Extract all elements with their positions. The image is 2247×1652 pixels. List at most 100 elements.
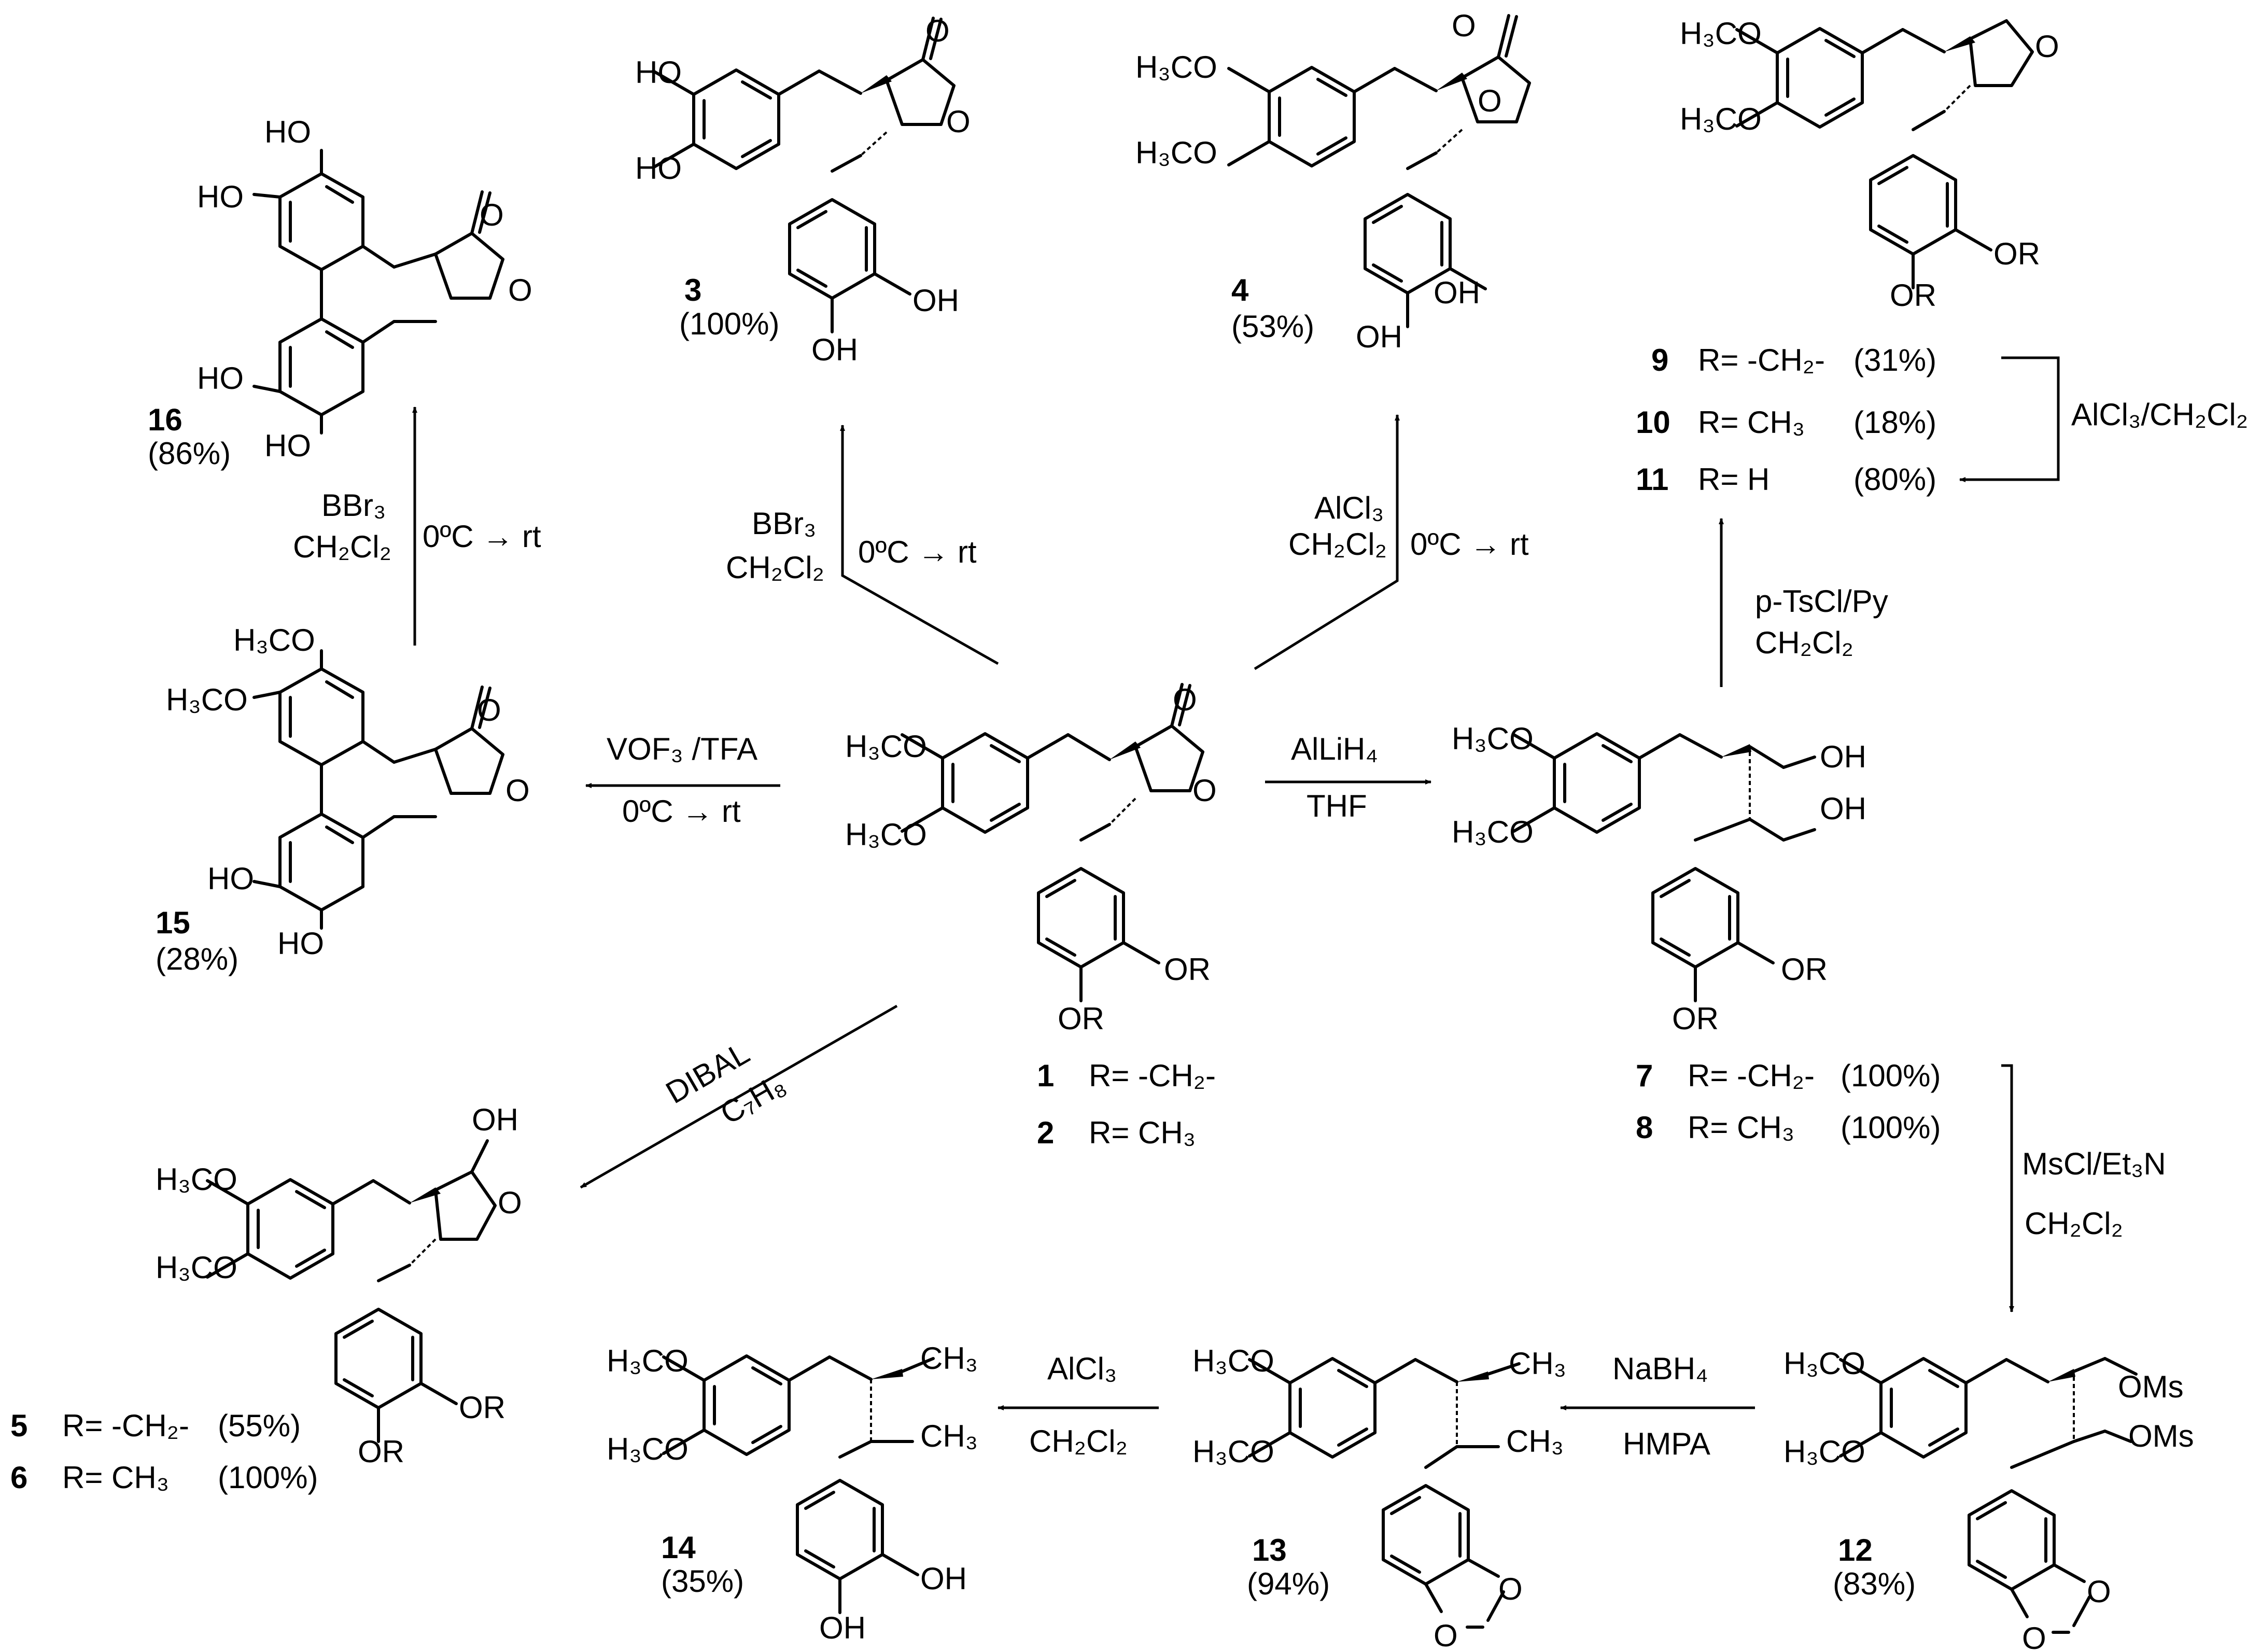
reagent-to3-line2: CH₂Cl₂ [726,550,824,585]
c7-or-para: OR [1672,1001,1719,1036]
c4-carbonyl-o: O [1452,8,1476,43]
compound-7-8: H₃CO H₃CO OH OH OR OR 7 R= -CH₂- (100%) … [1452,721,1941,1145]
c14-yield: (35%) [661,1564,744,1599]
c15-ho-left: HO [207,861,254,896]
c1-ring-o: O [1192,773,1217,808]
c12-o-bottom: O [2022,1621,2046,1652]
c16-ho-top: HO [264,115,311,149]
c16-yield: (86%) [148,436,231,471]
c7-or-meta: OR [1781,952,1828,987]
compound-1-2: H₃CO H₃CO O O OR OR 1 R= -CH₂- 2 R= CH₃ [845,682,1217,1150]
reagent-labels: BBr₃ CH₂Cl₂ 0ºC → rt AlCl₃ CH₂Cl₂ 0ºC → … [293,397,2247,1461]
arrow-to-12 [2001,1064,2014,1312]
c4-oh-para: OH [1356,319,1402,354]
c3-number: 3 [684,273,701,307]
c5-ring-o: O [498,1185,522,1220]
c16-carbonyl-o: O [480,198,504,232]
reagent-to14-line1: AlCl₃ [1047,1351,1117,1386]
c1-or-para: OR [1058,1001,1104,1036]
c10-yield: (18%) [1853,405,1936,440]
c11-number: 11 [1636,462,1668,497]
c1-ome-top: H₃CO [845,729,927,764]
c10-r: R= CH₃ [1698,405,1805,440]
c1-r: R= -CH₂- [1089,1058,1216,1093]
c5-number: 5 [10,1408,27,1443]
c9-ome-top: H₃CO [1680,16,1762,51]
c16-ho-bottom: HO [264,428,311,463]
reaction-arrows [412,356,2060,1410]
reagent-to7-line1: AlLiH₄ [1291,732,1378,766]
reagent-to4-cond: 0ºC → rt [1410,527,1529,562]
c12-oms-top: OMs [2118,1369,2184,1404]
c1-number: 1 [1037,1058,1054,1093]
c13-ch3-bottom: CH₃ [1506,1424,1564,1459]
reagent-to7-line2: THF [1307,789,1367,823]
c3-oh-meta: OH [912,283,959,318]
c5-yield: (55%) [218,1408,301,1443]
c4-ring-o: O [1478,83,1502,118]
c15-carbonyl-o: O [477,693,501,727]
reagent-to14-line2: CH₂Cl₂ [1029,1424,1128,1459]
c12-ome-top: H₃CO [1783,1346,1865,1381]
compound-3: HO HO O O OH OH 3 (100%) [635,13,971,367]
c8-yield: (100%) [1841,1110,1941,1145]
reagent-to11-line1: AlCl₃/CH₂Cl₂ [2071,397,2247,432]
c9-ring-o: O [2035,29,2059,64]
compound-4: H₃CO H₃CO O O OH OH 4 (53%) [1135,8,1529,354]
c12-oms-bottom: OMs [2128,1419,2194,1453]
c9-ome-bottom: H₃CO [1680,102,1762,136]
c14-ome-bottom: H₃CO [607,1432,689,1466]
c12-o-right: O [2087,1574,2111,1609]
compound-5-6: H₃CO H₃CO OH O OR OR 5 R= -CH₂- (55%) 6 … [10,1102,522,1495]
c15-ome-top: H₃CO [233,623,315,657]
c1-ome-bottom: H₃CO [845,817,927,852]
c2-r: R= CH₃ [1089,1115,1196,1150]
c3-ring-o: O [946,104,971,139]
compound-13: H₃CO H₃CO CH₃ CH₃ O O 13 (94%) [1192,1343,1566,1652]
c13-o-bottom: O [1434,1618,1458,1652]
arrow-to-3 [840,425,999,665]
c3-carbonyl-o: O [925,13,950,48]
c13-o-right: O [1498,1572,1523,1606]
c3-yield: (100%) [679,306,779,341]
c16-ho-second: HO [197,179,244,214]
c14-ch3-top: CH₃ [920,1341,978,1376]
c7-yield: (100%) [1841,1058,1941,1093]
c15-ome-second: H₃CO [166,682,248,717]
c8-number: 8 [1636,1110,1653,1145]
arrow-to-5 [580,1004,898,1189]
compound-16: HO HO HO HO O O 16 (86%) [148,115,532,471]
c11-r: R= H [1698,462,1769,497]
c9-r: R= -CH₂- [1698,343,1825,377]
reagent-to12-line1: MsCl/Et₃N [2022,1146,2166,1181]
c2-number: 2 [1037,1115,1054,1150]
c14-number: 14 [661,1530,696,1565]
c13-ome-bottom: H₃CO [1192,1434,1274,1469]
c4-oh-meta: OH [1434,275,1480,310]
c16-number: 16 [148,402,182,437]
c5-ome-top: H₃CO [156,1162,237,1197]
c4-ome-top: H₃CO [1135,50,1217,85]
c7-number: 7 [1636,1058,1653,1093]
c3-ho-top: HO [635,55,682,90]
compound-9-11: H₃CO H₃CO O OR OR 9 R= -CH₂- (31%) 10 R=… [1636,16,2059,497]
c6-r: R= CH₃ [62,1460,169,1495]
c6-number: 6 [10,1460,27,1495]
reagent-to9-line1: p-TsCl/Py [1755,584,1888,619]
c9-number: 9 [1651,343,1668,377]
c9-yield: (31%) [1853,343,1936,377]
c6-yield: (100%) [218,1460,318,1495]
reagent-to13-line2: HMPA [1623,1426,1710,1461]
c9-or-meta: OR [1993,236,2040,271]
c7-oh-top: OH [1820,739,1866,774]
reagent-to3-line1: BBr₃ [752,506,816,541]
reagent-to4-line2: CH₂Cl₂ [1288,527,1387,562]
reagent-to3-cond: 0ºC → rt [858,535,977,569]
compound-15: H₃CO H₃CO HO HO O O 15 (28%) [156,623,530,976]
c16-ho-third: HO [197,361,244,396]
reagent-to16-line1: BBr₃ [321,488,386,523]
reagent-to16-line2: CH₂Cl₂ [293,529,391,564]
reagent-to16-cond: 0ºC → rt [423,519,541,554]
c7-ome-bottom: H₃CO [1452,815,1534,849]
c12-yield: (83%) [1833,1566,1916,1601]
